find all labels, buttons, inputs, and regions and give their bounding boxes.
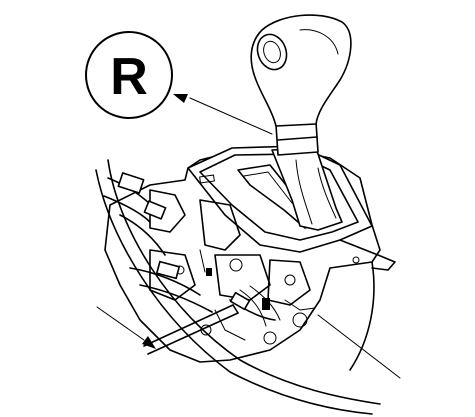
callout-letter: R: [110, 48, 148, 106]
internal-mechanism: [103, 172, 316, 345]
callout-r: R: [85, 31, 173, 119]
callout-circle: [85, 31, 173, 119]
release-tool: [143, 304, 239, 355]
leader-lines: [96, 94, 401, 379]
shift-lever: [250, 14, 352, 231]
